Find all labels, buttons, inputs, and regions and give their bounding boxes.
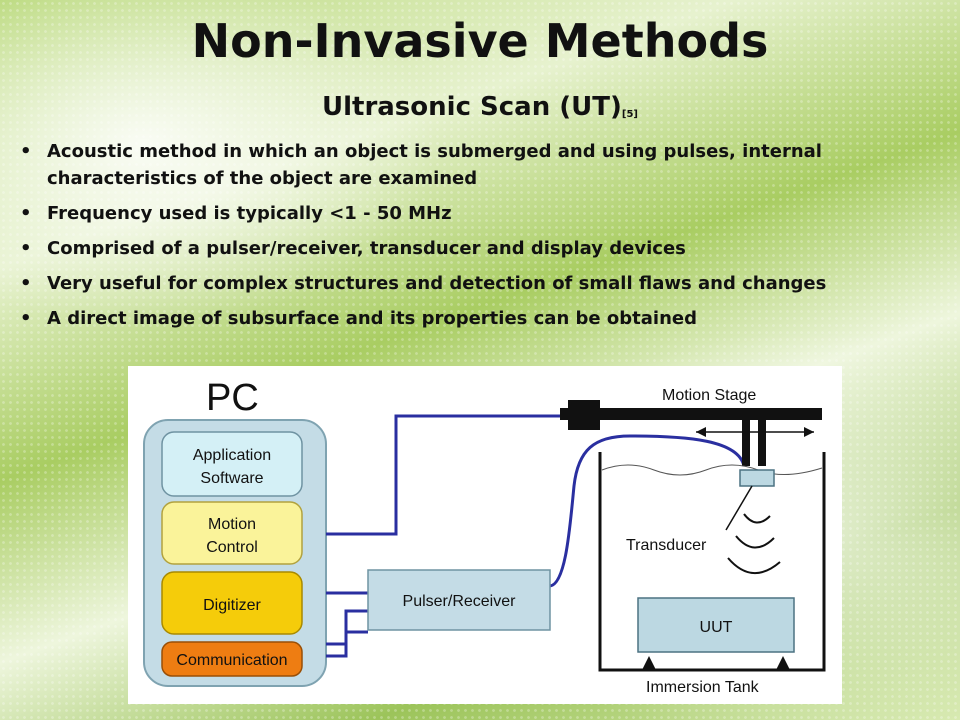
immersion-tank	[598, 452, 826, 672]
bullet-item: Frequency used is typically <1 - 50 MHz	[18, 200, 938, 227]
transducer-pointer	[725, 485, 753, 531]
motion-stage-label: Motion Stage	[662, 387, 756, 404]
sound-wave-3	[727, 557, 781, 575]
bullet-item: Acoustic method in which an object is su…	[18, 138, 938, 192]
pc-label: PC	[206, 377, 259, 419]
slide-title: Non-Invasive Methods	[191, 14, 769, 68]
slide-subtitle: Ultrasonic Scan (UT)[5]	[0, 92, 960, 122]
application-label-line1: Application	[193, 447, 271, 464]
application-software-block	[161, 431, 303, 497]
bullet-item: Comprised of a pulser/receiver, transduc…	[18, 235, 938, 262]
communication-cable-lower	[326, 609, 368, 658]
arrow-head-right	[804, 427, 814, 437]
pulser-receiver-label: Pulser/Receiver	[403, 593, 517, 610]
communication-block	[161, 641, 303, 677]
bullet-item: Very useful for complex structures and d…	[18, 270, 938, 297]
ultrasonic-system-diagram: PC Application Software Motion Control D…	[128, 366, 842, 704]
digitizer-block	[161, 571, 303, 635]
subtitle-text: Ultrasonic Scan (UT)	[321, 92, 622, 122]
communication-label: Communication	[176, 652, 287, 669]
motion-stage-motor	[568, 400, 600, 430]
transducer-cable	[549, 434, 746, 588]
motion-control-label-line2: Control	[206, 539, 258, 556]
bullet-item: A direct image of subsurface and its pro…	[18, 305, 938, 332]
uut-support-right	[776, 656, 790, 670]
immersion-tank-label: Immersion Tank	[646, 679, 760, 696]
transducer-probe	[739, 469, 775, 487]
sound-wave-2	[735, 535, 775, 549]
uut-label: UUT	[700, 619, 733, 636]
transducer-label: Transducer	[626, 537, 707, 554]
motion-stage-rail	[560, 408, 822, 420]
motion-stage-arm-right	[758, 420, 766, 466]
water-surface	[601, 464, 823, 476]
motion-control-label-line1: Motion	[208, 516, 256, 533]
bullet-list: Acoustic method in which an object is su…	[18, 138, 938, 340]
motion-control-block	[161, 501, 303, 565]
application-label-line2: Software	[200, 470, 263, 487]
motion-stage-arm-left	[742, 420, 750, 466]
uut-block	[637, 597, 795, 653]
arrow-head-left	[696, 427, 706, 437]
motion-control-cable	[326, 414, 560, 536]
digitizer-label: Digitizer	[203, 597, 261, 614]
subtitle-reference: [5]	[621, 109, 638, 120]
pulser-receiver-block	[367, 569, 551, 631]
sound-wave-1	[743, 513, 771, 524]
uut-support-left	[642, 656, 656, 670]
